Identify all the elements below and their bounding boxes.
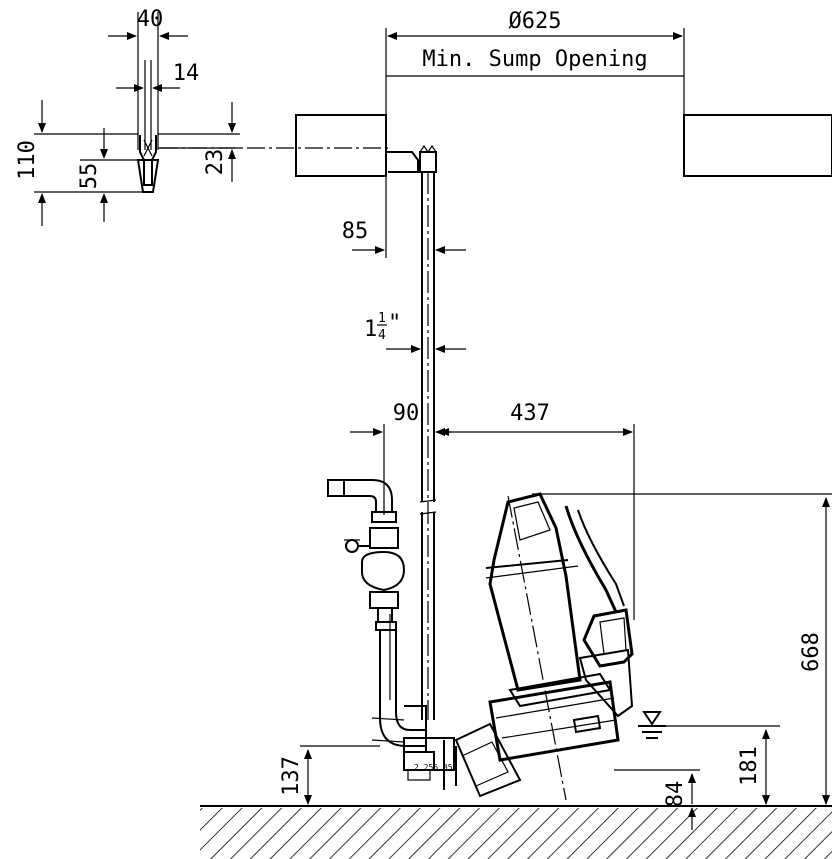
- guide-rails: [419, 172, 437, 720]
- inlet-height-dimension: 137: [279, 745, 380, 805]
- sump-opening-dimension: Ø625 Min. Sump Opening: [385, 9, 685, 115]
- bracket-offset-label: 23: [203, 149, 228, 176]
- clearance-label: 84: [663, 781, 688, 808]
- sump-cover-slab: [295, 114, 832, 177]
- pump-height-label: 668: [799, 632, 824, 672]
- rail-size-denominator: 4: [378, 328, 386, 343]
- rail-size-dimension: 1 1 4 ": [364, 311, 466, 353]
- rail-size-whole: 1: [364, 317, 377, 342]
- rail-size-mark: ": [388, 311, 401, 336]
- pump-coupling: 2 256 052: [403, 722, 522, 798]
- rail-size-numerator: 1: [378, 311, 386, 326]
- bracket-depth-label: 55: [77, 163, 102, 190]
- pump-offset-label: 437: [510, 401, 550, 426]
- pump-height-dimension: 668: [532, 493, 832, 805]
- sump-diameter-label: Ø625: [509, 9, 562, 34]
- bracket-height-label: 110: [15, 140, 40, 180]
- bracket-width-label: 40: [137, 7, 164, 32]
- water-level-symbol: [638, 711, 780, 739]
- pump-body: [485, 492, 634, 801]
- water-level-dimension: 181: [737, 729, 770, 805]
- discharge-pipe: [327, 479, 435, 781]
- pump-marking: 2 256 052: [414, 763, 458, 772]
- pipe-offset-label: 90: [393, 401, 420, 426]
- bracket-detail: 40 14 110 55 23: [15, 7, 390, 226]
- bracket-slot-label: 14: [173, 61, 200, 86]
- upper-guide-bracket: [385, 140, 437, 173]
- rail-offset-dimension: 85: [342, 176, 466, 258]
- inlet-height-label: 137: [279, 756, 304, 796]
- rail-offset-label: 85: [342, 219, 369, 244]
- sump-opening-label: Min. Sump Opening: [422, 47, 647, 72]
- water-level-label: 181: [737, 746, 762, 786]
- sump-floor: [200, 805, 832, 859]
- pipe-pump-offset-dimension: 90 437: [350, 401, 635, 620]
